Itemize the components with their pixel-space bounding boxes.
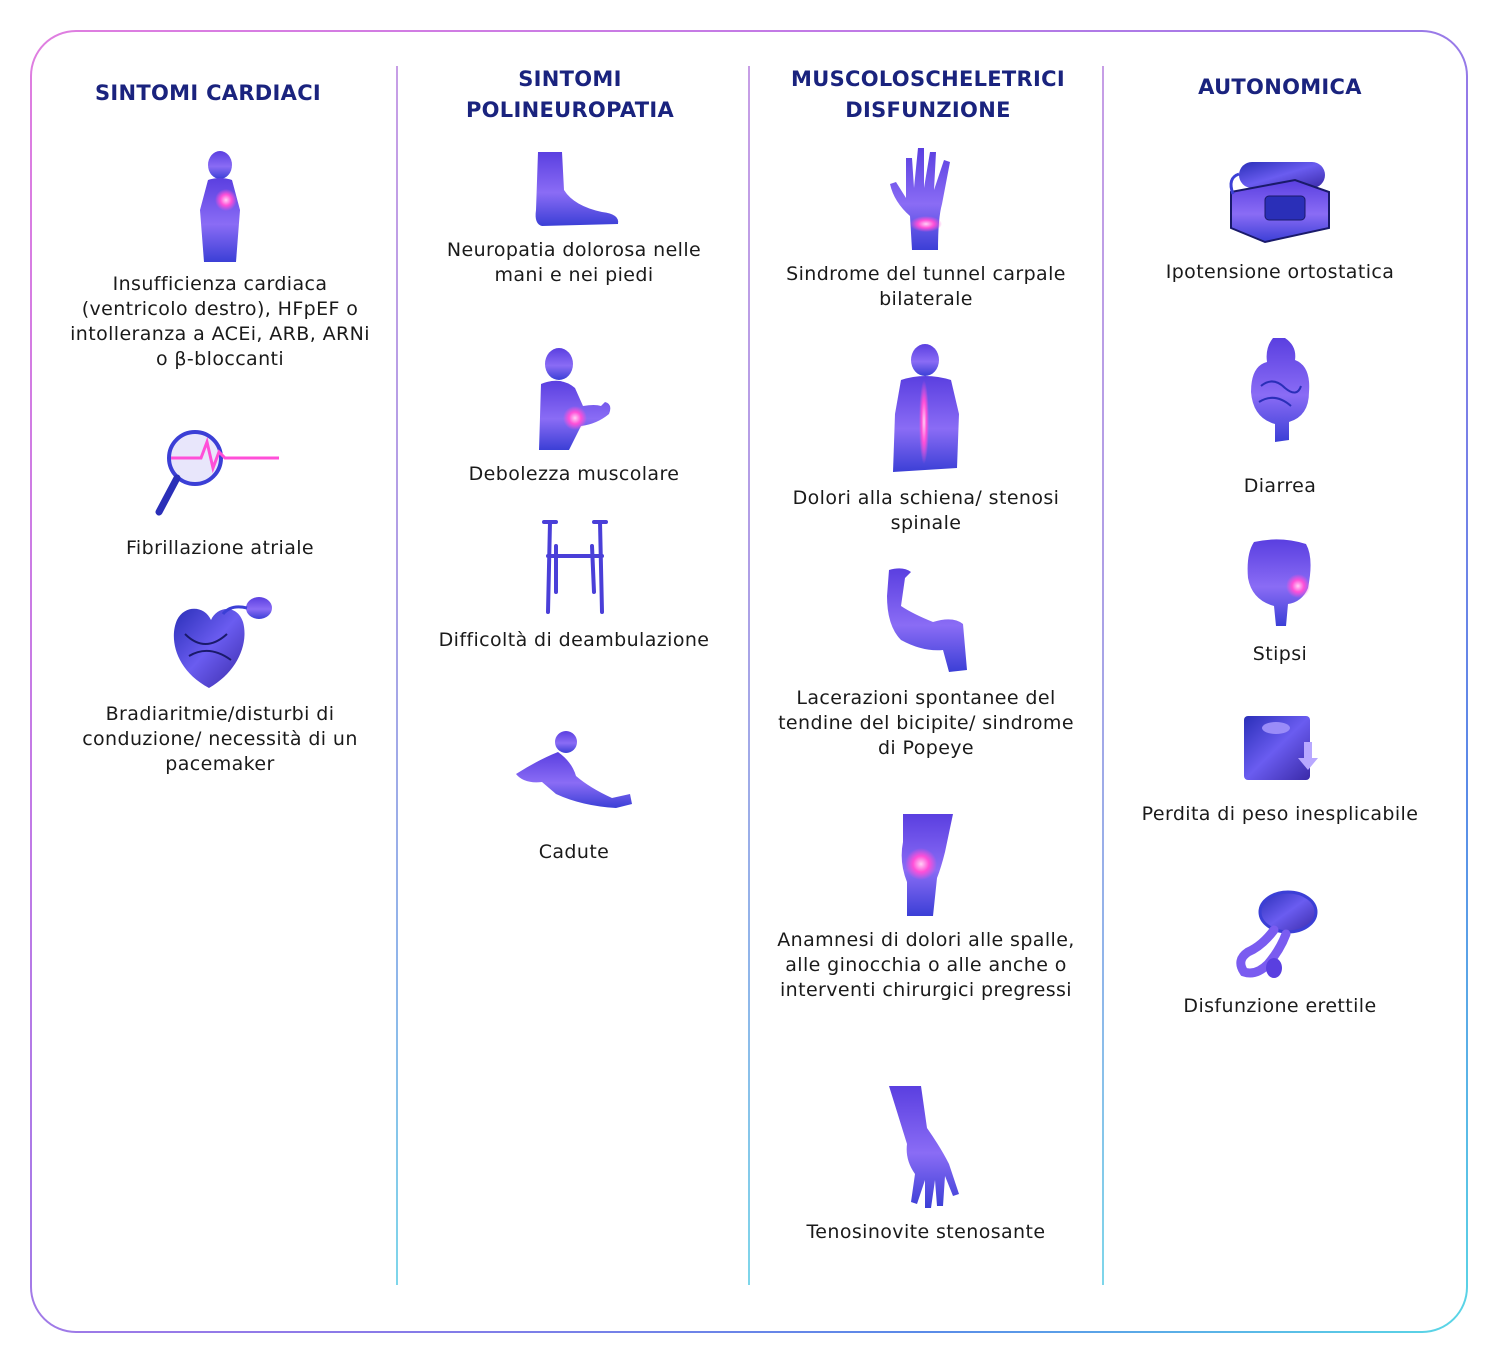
- symptom-label: Fibrillazione atriale: [125, 537, 315, 559]
- symptom-muscle-weakness: Debolezza muscolare: [424, 346, 724, 487]
- symptom-carpal-tunnel: Sindrome del tunnel carpale bilaterale: [776, 144, 1076, 312]
- symptom-label: Stipsi: [1252, 643, 1308, 665]
- symptom-label: Difficoltà di deambulazione: [438, 629, 710, 651]
- symptom-label: Bradiaritmie/disturbi di conduzione/ nec…: [82, 703, 358, 775]
- hand-wrist-icon: [890, 148, 950, 250]
- column-title-cardiac: SINTOMI CARDIACI: [94, 81, 322, 105]
- symptom-label: Diarrea: [1243, 475, 1317, 497]
- magnifier-ecg-icon: [155, 430, 279, 516]
- symptom-orthostatic-hypotension: Ipotensione ortostatica: [1130, 158, 1430, 285]
- symptom-atrial-fibrillation: Fibrillazione atriale: [70, 428, 370, 561]
- symptom-label: Debolezza muscolare: [468, 463, 680, 485]
- symptom-falls: Cadute: [424, 730, 724, 865]
- symptom-label: Cadute: [538, 841, 610, 863]
- knee-icon: [901, 814, 953, 916]
- male-reproductive-icon: [1236, 890, 1318, 978]
- symptom-joint-pain-history: Anamnesi di dolori alle spalle, alle gin…: [776, 812, 1076, 1003]
- symptom-label: Neuropatia dolorosa nelle mani e nei pie…: [446, 239, 702, 286]
- blood-pressure-monitor-icon: [1229, 162, 1330, 244]
- fallen-person-icon: [516, 731, 632, 808]
- colon-icon: [1247, 539, 1311, 626]
- symptom-label: Disfunzione erettile: [1183, 995, 1377, 1017]
- symptom-weight-loss: Perdita di peso inesplicabile: [1130, 712, 1430, 827]
- symptom-label: Ipotensione ortostatica: [1165, 261, 1395, 283]
- column-title-polyneuropathy: SINTOMI POLINEUROPATIA: [465, 67, 675, 122]
- symptom-label: Tenosinovite stenosante: [806, 1221, 1046, 1243]
- column-divider: [396, 66, 398, 1285]
- symptom-constipation: Stipsi: [1130, 538, 1430, 667]
- symptom-heart-failure: Insufficienza cardiaca (ventricolo destr…: [70, 150, 370, 372]
- symptom-stenosing-tenosynovitis: Tenosinovite stenosante: [776, 1084, 1076, 1245]
- symptom-diarrhea: Diarrea: [1130, 336, 1430, 499]
- symptom-label: Anamnesi di dolori alle spalle, alle gin…: [777, 929, 1075, 1001]
- symptom-erectile-dysfunction: Disfunzione erettile: [1130, 890, 1430, 1019]
- symptom-painful-neuropathy: Neuropatia dolorosa nelle mani e nei pie…: [424, 150, 724, 288]
- symptom-bradyarrhythmia: Bradiaritmie/disturbi di conduzione/ nec…: [70, 594, 370, 777]
- symptom-walking-difficulty: Difficoltà di deambulazione: [424, 516, 724, 653]
- column-title-musculoskeletal: MUSCOLOSCHELETRICI DISFUNZIONE: [791, 67, 1065, 122]
- symptom-label: Dolori alla schiena/ stenosi spinale: [792, 487, 1060, 534]
- hand-tendon-icon: [889, 1086, 959, 1208]
- symptom-biceps-tendon: Lacerazioni spontanee del tendine del bi…: [776, 566, 1076, 761]
- walker-icon: [542, 520, 608, 614]
- column-divider: [1102, 66, 1104, 1285]
- foot-icon: [535, 152, 619, 226]
- biceps-arm-icon: [887, 568, 967, 672]
- spine-back-icon: [893, 344, 959, 472]
- weight-scale-down-icon: [1244, 716, 1318, 780]
- symptom-back-pain: Dolori alla schiena/ stenosi spinale: [776, 344, 1076, 536]
- symptom-label: Insufficienza cardiaca (ventricolo destr…: [70, 273, 370, 370]
- column-title-autonomic: AUTONOMICA: [1198, 75, 1362, 99]
- column-divider: [748, 66, 750, 1285]
- heart-pacemaker-icon: [173, 597, 272, 688]
- symptom-label: Lacerazioni spontanee del tendine del bi…: [778, 687, 1074, 759]
- weak-arm-icon: [539, 348, 611, 450]
- symptom-label: Perdita di peso inesplicabile: [1141, 803, 1419, 825]
- intestine-icon: [1251, 338, 1310, 442]
- human-heart-icon: [200, 151, 240, 262]
- symptom-label: Sindrome del tunnel carpale bilaterale: [786, 263, 1066, 310]
